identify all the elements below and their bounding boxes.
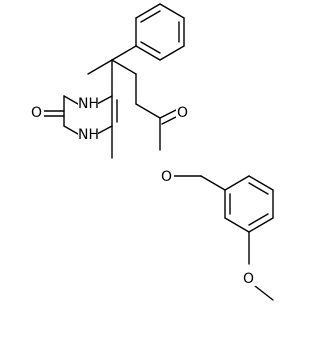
label-mask bbox=[160, 168, 174, 184]
benzyl-bond bbox=[200, 175, 226, 191]
atom-labels: NH NH O O O O bbox=[30, 95, 256, 287]
phenyl-attachment-bond bbox=[111, 45, 137, 61]
methoxyphenyl-bond bbox=[248, 175, 274, 191]
ring-bond bbox=[63, 95, 79, 105]
methoxyphenyl-inner-bond bbox=[248, 182, 269, 195]
nh-bottom-label: NH bbox=[78, 127, 99, 143]
methoxyphenyl-inner-bond bbox=[248, 213, 269, 226]
label-mask bbox=[30, 104, 44, 120]
methoxyphenyl-bond bbox=[224, 217, 250, 233]
ring-upper-bond bbox=[87, 59, 113, 75]
phenyl-inner-bond bbox=[140, 41, 161, 54]
phenyl-bond bbox=[159, 3, 185, 19]
ester-bond bbox=[135, 103, 161, 119]
phenyl-inner-bond bbox=[140, 10, 161, 23]
ester-oxygen-label: O bbox=[161, 169, 172, 185]
urea-oxygen-label: O bbox=[31, 105, 42, 121]
label-mask bbox=[78, 95, 98, 111]
bonds bbox=[42, 3, 274, 301]
label-mask bbox=[176, 104, 190, 120]
ester-carbonyl-bond bbox=[161, 115, 179, 125]
label-mask bbox=[78, 126, 98, 142]
label-mask bbox=[242, 270, 256, 286]
phenyl-bond bbox=[135, 45, 161, 61]
ring-bond bbox=[63, 125, 79, 135]
ring-upper-bond bbox=[111, 59, 137, 75]
ester-carbonyl-bond bbox=[159, 109, 177, 119]
nh-top-label: NH bbox=[78, 96, 99, 112]
phenyl-bond bbox=[159, 45, 185, 61]
ring-bond bbox=[96, 95, 113, 105]
ester-carbonyl-oxygen-label: O bbox=[177, 105, 188, 121]
phenyl-bond bbox=[135, 3, 161, 19]
methoxyphenyl-bond bbox=[224, 175, 250, 191]
methoxy-methyl-bond bbox=[254, 285, 274, 301]
methoxyphenyl-bond bbox=[248, 217, 274, 233]
ring-bond bbox=[96, 125, 113, 135]
methoxy-oxygen-label: O bbox=[243, 271, 254, 287]
